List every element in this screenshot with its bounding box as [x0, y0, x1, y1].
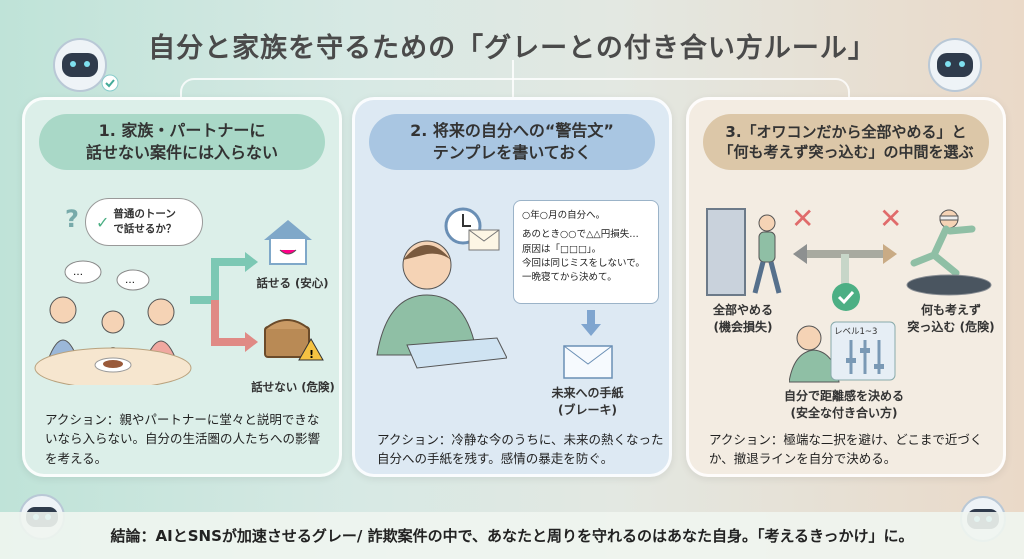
heading-line: 2. 将来の自分への“警告文”	[410, 121, 614, 141]
letter-label-line: 未来への手紙	[551, 386, 624, 400]
level-label: レベル1~3	[834, 327, 878, 337]
check-icon: ✓	[96, 212, 110, 232]
down-arrow-icon	[581, 310, 601, 336]
ng-label: 話せない (危険)	[251, 380, 335, 394]
question-icon: ?	[65, 205, 79, 233]
rush-label-line: 突っ込む (危険)	[907, 319, 995, 334]
action-text: アクション：極端な二択を避け、どこまで近づくか、撤退ラインを自分で決める。	[709, 432, 983, 467]
action-text: アクション：親やパートナーに堂々と説明できないなら入らない。自分の生活圏の人たち…	[45, 412, 321, 466]
note-line: 原因は「□□□」。	[522, 243, 602, 255]
connector-line	[180, 78, 850, 100]
rush-label: 何も考えず 突っ込む (危険)	[901, 302, 1001, 336]
rule-panel-1: 1. 家族・パートナーに 話せない案件には入らない ? ✓ 普通のトーン で話せ…	[22, 97, 342, 477]
conclusion-bar: 結論：AIとSNSが加速させるグレー/ 詐欺案件の中で、あなたと周りを守れるのは…	[0, 512, 1024, 559]
middle-label-line: (安全な付き合い方)	[790, 405, 898, 420]
connector-line	[512, 60, 514, 98]
letter-label: 未来への手紙 (ブレーキ)	[535, 385, 640, 419]
x-mark-icon: ✕	[879, 202, 903, 235]
envelope-icon	[563, 345, 613, 379]
middle-label: 自分で距離感を決める (安全な付き合い方)	[769, 388, 919, 422]
ok-label: 話せる (安心)	[256, 276, 329, 290]
rule-heading: 2. 将来の自分への“警告文” テンプレを書いておく	[369, 114, 655, 170]
heading-line: 「何も考えず突っ込む」の中間を選ぶ	[718, 143, 974, 161]
note-line: あのとき○○で△△円損失…	[522, 229, 639, 241]
robot-icon	[53, 38, 119, 92]
svg-text:…: …	[73, 267, 83, 278]
check-circle-icon	[832, 283, 860, 311]
note-line: 今回は同じミスをしないで。	[522, 257, 645, 269]
rule-panel-2: 2. 将来の自分への“警告文” テンプレを書いておく ○年○月の自分へ。 あのと…	[352, 97, 672, 477]
note-line: ○年○月の自分へ。	[522, 210, 606, 221]
two-way-arrow	[793, 244, 897, 286]
page-title: 自分と家族を守るための「グレーとの付き合い方ルール」	[148, 33, 876, 64]
person-leaving-door-illustration	[706, 208, 782, 296]
action-text: アクション：冷静な今のうちに、未来の熱くなった自分への手紙を残す。感情の暴走を防…	[377, 432, 664, 467]
treasure-chest-warning-icon: !	[264, 319, 324, 361]
person-writing-tablet-illustration	[376, 240, 507, 369]
quit-label: 全部やめる (機会損失)	[703, 302, 783, 336]
robot-icon	[928, 38, 982, 92]
heading-line: 1. 家族・パートナーに	[98, 121, 266, 141]
thought-bubble: ✓ 普通のトーン で話せるか？	[85, 198, 203, 246]
rush-label-line: 何も考えず	[920, 303, 981, 317]
heading-line: 話せない案件には入らない	[85, 143, 278, 162]
branch-arrows	[190, 252, 258, 352]
svg-text:!: !	[309, 348, 314, 361]
quit-label-line: (機会損失)	[713, 319, 773, 334]
x-mark-icon: ✕	[791, 202, 815, 235]
smiling-house-icon	[264, 220, 312, 265]
rule-panel-3: 3.「オワコンだから全部やめる」と 「何も考えず突っ込む」の中間を選ぶ ✕ ✕ …	[686, 97, 1006, 477]
conclusion-text: 結論：AIとSNSが加速させるグレー/ 詐欺案件の中で、あなたと周りを守れるのは…	[110, 527, 914, 545]
svg-text:…: …	[125, 275, 135, 286]
heading-line: 3.「オワコンだから全部やめる」と	[725, 122, 967, 141]
person-adjusting-sliders-illustration	[789, 321, 896, 383]
bubble-text: 普通のトーン	[113, 208, 176, 221]
warning-note: ○年○月の自分へ。 あのとき○○で△△円損失… 原因は「□□□」。 今回は同じミ…	[513, 200, 659, 304]
heading-line: テンプレを書いておく	[432, 143, 592, 162]
quit-label-line: 全部やめる	[712, 303, 773, 317]
note-line: 一晩寝てから決めて。	[522, 272, 617, 283]
letter-label-line: (ブレーキ)	[558, 402, 617, 417]
clock-envelope-icon	[444, 207, 500, 251]
rule-heading: 3.「オワコンだから全部やめる」と 「何も考えず突っ込む」の中間を選ぶ	[703, 114, 989, 170]
rule-heading: 1. 家族・パートナーに 話せない案件には入らない	[39, 114, 325, 170]
person-jumping-into-hole-illustration	[906, 209, 992, 296]
middle-label-line: 自分で距離感を決める	[783, 389, 904, 403]
family-dinner-illustration: … …	[34, 260, 192, 385]
bubble-text: で話せるか？	[113, 223, 177, 235]
